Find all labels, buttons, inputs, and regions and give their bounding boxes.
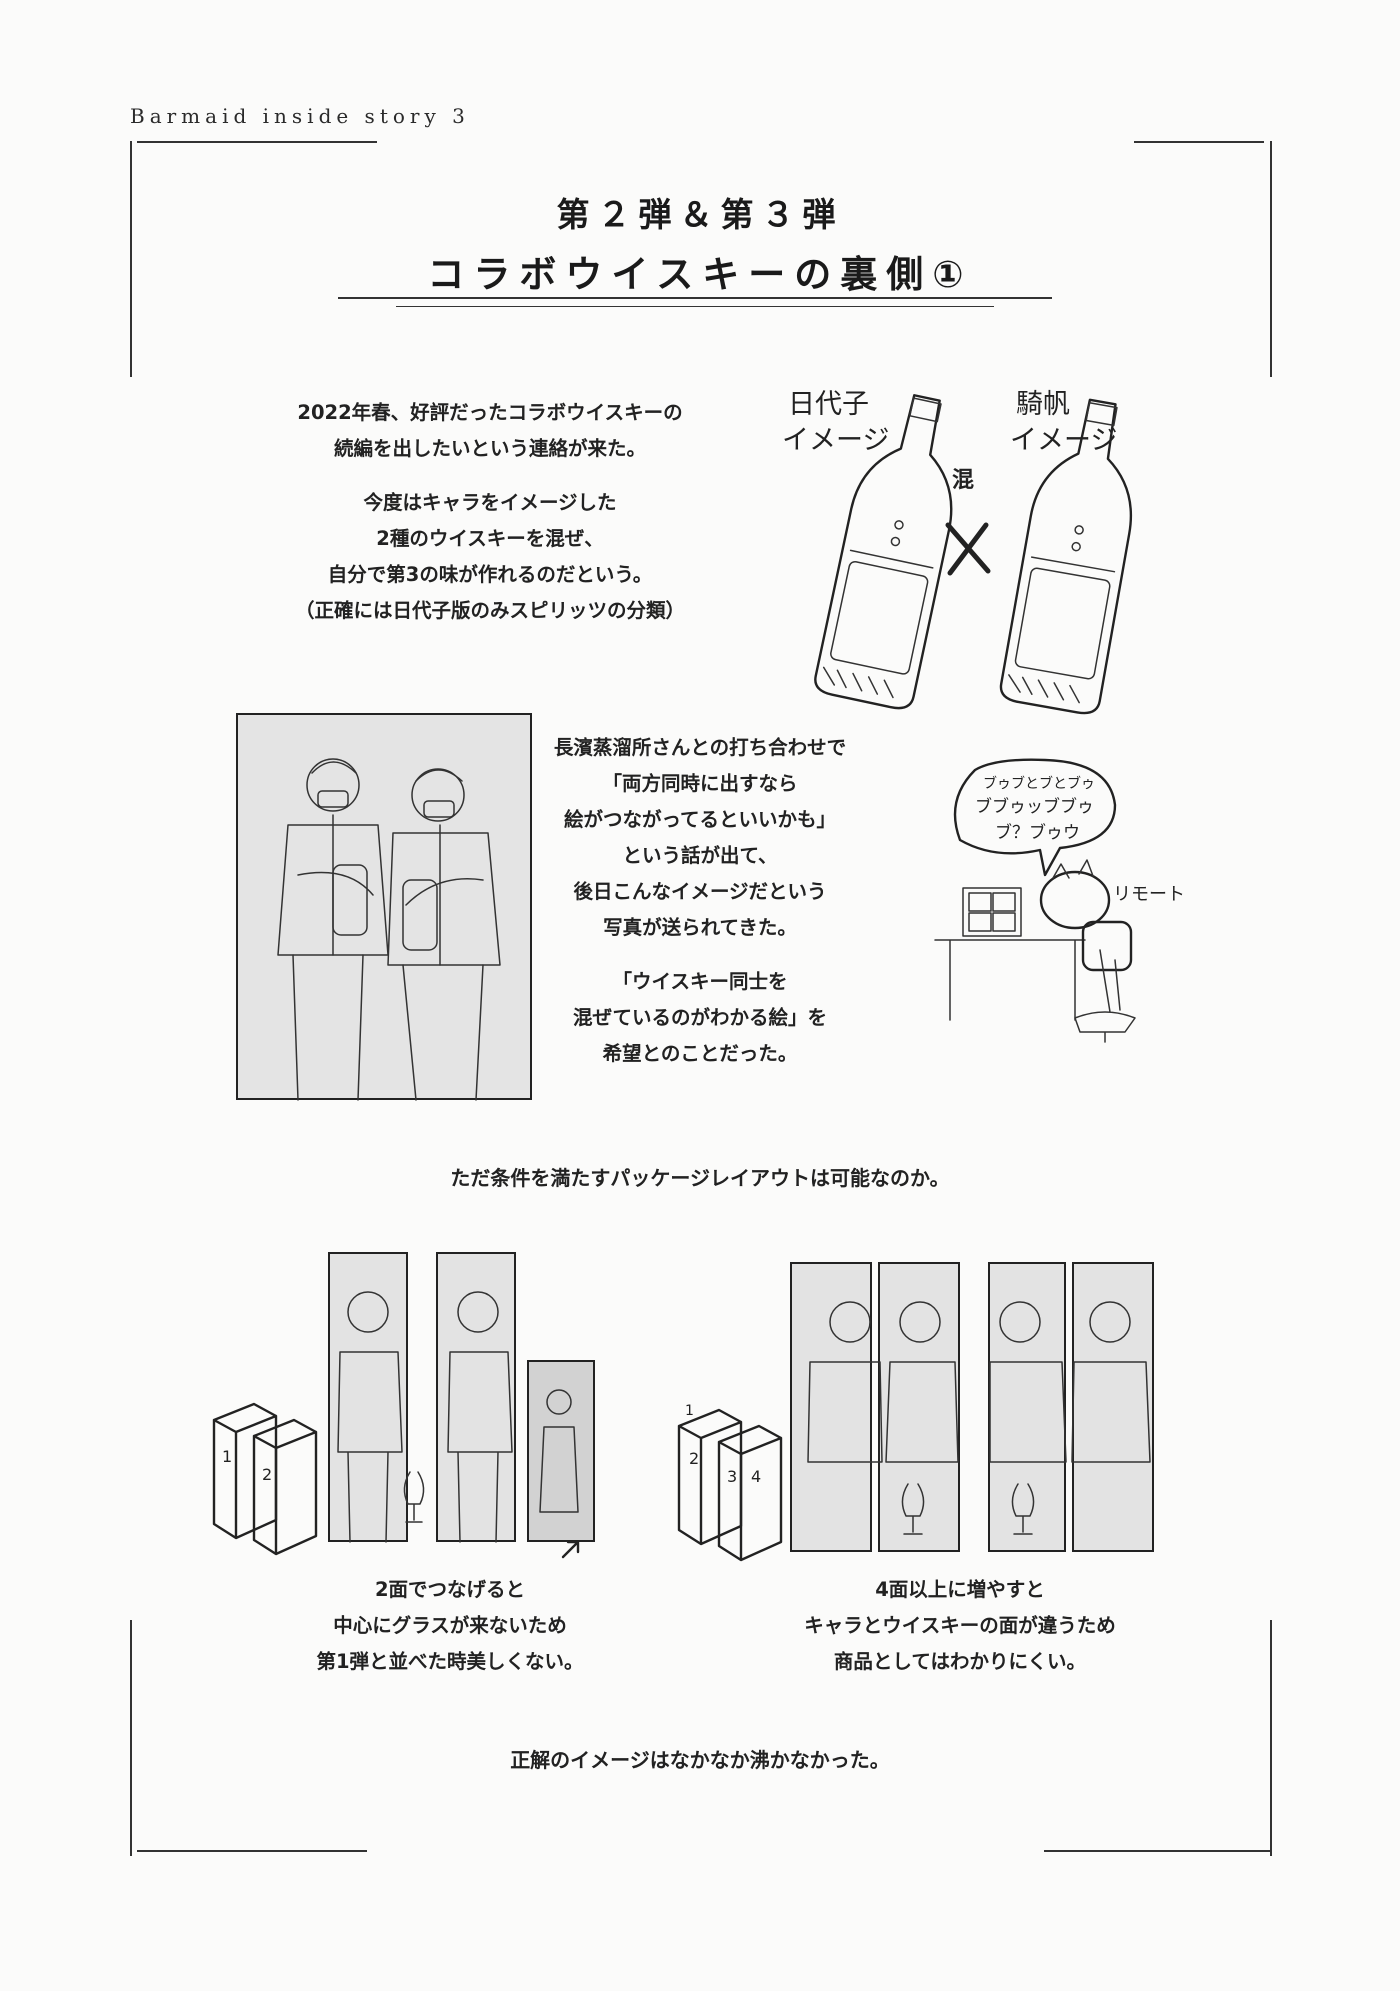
right-strip-2 <box>878 1262 960 1552</box>
page-title-line1: 第２弾＆第３弾 <box>556 195 844 234</box>
right-box-diagram: 1 2 3 4 <box>677 1403 783 1562</box>
page-title-line2: コラボウイスキーの裏側① <box>427 253 973 296</box>
section2-line: 写真が送られてきた。 <box>603 916 797 939</box>
section1-line: 今度はキャラをイメージした <box>363 491 617 514</box>
section2-line: という話が出て、 <box>622 844 778 867</box>
frame-top-left-line <box>137 141 377 143</box>
section1-line: （正確には日代子版のみスピリッツの分類） <box>294 599 685 622</box>
right-bottle-label: イメージ <box>1010 425 1117 456</box>
frame-right-bottom-line <box>1270 1620 1272 1856</box>
section2-line: 「両方同時に出すなら <box>602 772 798 795</box>
mix-label: 混 <box>952 468 974 493</box>
frame-bottom-left-line <box>137 1850 367 1852</box>
box-number: 4 <box>751 1467 761 1486</box>
bottles-sketch: 日代子 イメージ 混 騎帆 イメージ <box>782 389 1133 715</box>
bubble-line: ブゥブとブとブゥ <box>983 775 1095 792</box>
frame-left-bottom-line <box>130 1620 132 1856</box>
left-bottle-label: イメージ <box>782 425 889 456</box>
section1-line: 2022年春、好評だったコラボウイスキーの <box>297 401 683 424</box>
reference-photo-panel <box>236 713 532 1101</box>
section2-line: 後日こんなイメージだという <box>573 880 827 903</box>
left-strip-figures <box>337 1291 580 1559</box>
caption-line: 中心にグラスが来ないため <box>333 1614 567 1637</box>
conclusion-text: 正解のイメージはなかなか沸かなかった。 <box>510 1748 890 1772</box>
box-number: 3 <box>727 1467 737 1486</box>
frame-left-top-line <box>130 141 132 377</box>
caption-line: 商品としてはわかりにくい。 <box>833 1650 1087 1673</box>
frame-top-right-line <box>1134 141 1264 143</box>
section2-line: 混ぜているのがわかる絵」を <box>572 1006 828 1029</box>
section2-text: 長濱蒸溜所さんとの打ち合わせで 「両方同時に出すなら 絵がつながってるといいかも… <box>540 730 860 1072</box>
left-bottle-label: 日代子 <box>788 389 869 420</box>
right-strip-4 <box>1072 1262 1154 1552</box>
title-underline-1 <box>338 297 1052 299</box>
right-strip-3 <box>988 1262 1066 1552</box>
right-strip-figures <box>807 1301 1151 1535</box>
section2-line: 希望とのことだった。 <box>602 1042 798 1065</box>
section1-line: 続編を出したいという連絡が来た。 <box>333 437 646 460</box>
section2-line: 長濱蒸溜所さんとの打ち合わせで <box>553 736 847 759</box>
right-bottle-label: 騎帆 <box>1016 389 1070 420</box>
frame-bottom-right-line <box>1044 1850 1270 1852</box>
section1-text: 2022年春、好評だったコラボウイスキーの 続編を出したいという連絡が来た。 今… <box>220 395 760 629</box>
caption-line: 4面以上に増やすと <box>875 1578 1045 1601</box>
box-number: 2 <box>689 1449 699 1468</box>
caption-line: 第1弾と並べた時美しくない。 <box>316 1650 584 1673</box>
bubble-line: ブ？ブゥウ <box>995 822 1080 843</box>
box-number: 2 <box>262 1465 272 1484</box>
remote-label: リモート <box>1113 884 1185 905</box>
right-caption: 4面以上に増やすと キャラとウイスキーの面が違うため 商品としてはわかりにくい。 <box>770 1572 1150 1680</box>
section1-line: 自分で第3の味が作れるのだという。 <box>327 563 653 586</box>
box-number: 1 <box>222 1447 232 1466</box>
bubble-line: ブブゥッブブゥ <box>975 796 1094 817</box>
left-strip-1 <box>328 1252 408 1542</box>
frame-right-top-line <box>1270 141 1272 377</box>
left-box-diagram: 1 2 <box>212 1402 318 1556</box>
caption-line: 2面でつなげると <box>374 1578 526 1601</box>
series-label: Barmaid inside story 3 <box>130 104 470 128</box>
section1-line: 2種のウイスキーを混ぜ、 <box>376 527 604 550</box>
remote-meeting-sketch: ブゥブとブとブゥ ブブゥッブブゥ ブ？ブゥウ リモート <box>934 758 1185 1043</box>
layout-question: ただ条件を満たすパッケージレイアウトは可能なのか。 <box>450 1166 950 1190</box>
box-number: 1 <box>685 1403 694 1419</box>
right-strip-1 <box>790 1262 872 1552</box>
left-caption: 2面でつなげると 中心にグラスが来ないため 第1弾と並べた時美しくない。 <box>270 1572 630 1680</box>
caption-line: キャラとウイスキーの面が違うため <box>804 1614 1116 1637</box>
title-underline-2 <box>396 306 994 308</box>
section2-line: 絵がつながってるといいかも」 <box>563 808 837 831</box>
reference-figures-sketch <box>277 758 501 1101</box>
section2-line: 「ウイスキー同士を <box>612 970 788 993</box>
